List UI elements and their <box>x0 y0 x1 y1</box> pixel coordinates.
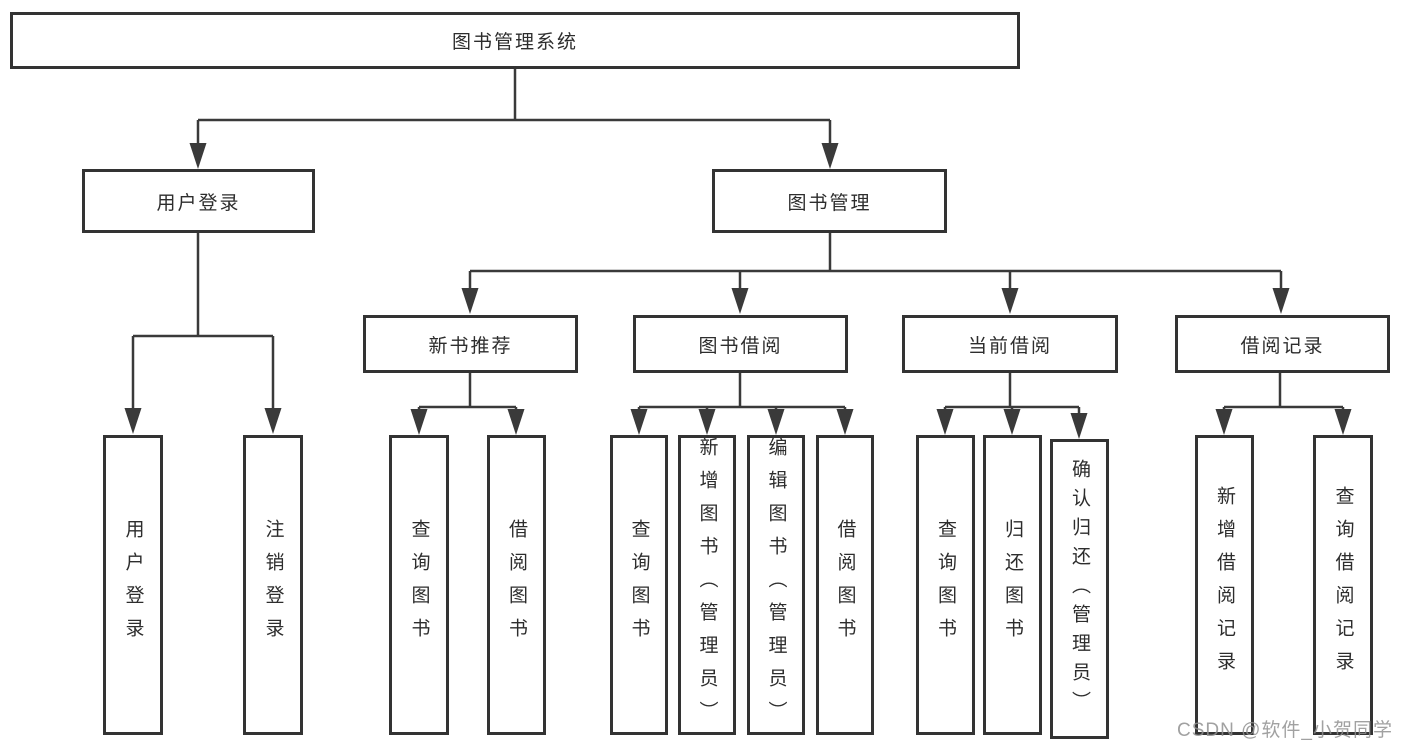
leaf-borrow-book: 借阅图书 <box>816 435 874 735</box>
leaf-label: 确认归还（管理员） <box>1069 458 1090 720</box>
leaf-label: 查询图书 <box>935 519 956 651</box>
leaf-query-book: 查询图书 <box>389 435 449 735</box>
node-label: 用户登录 <box>156 192 241 214</box>
leaf-label: 注销登录 <box>262 519 284 651</box>
node-borrow-records: 借阅记录 <box>1175 315 1390 373</box>
leaf-confirm-return-admin: 确认归还（管理员） <box>1050 439 1109 739</box>
leaf-query-book: 查询图书 <box>610 435 668 735</box>
leaf-logout: 注销登录 <box>243 435 303 735</box>
node-label: 借阅记录 <box>1240 335 1325 357</box>
node-label: 图书借阅 <box>698 335 783 357</box>
node-user-login: 用户登录 <box>82 169 315 233</box>
leaf-label: 查询借阅记录 <box>1332 486 1354 684</box>
leaf-label: 查询图书 <box>408 519 430 651</box>
node-label: 图书管理 <box>787 192 872 214</box>
leaf-edit-book-admin: 编辑图书（管理员） <box>747 435 805 735</box>
leaf-label: 借阅图书 <box>506 519 527 651</box>
leaf-query-book: 查询图书 <box>916 435 975 735</box>
leaf-label: 用户登录 <box>122 519 144 651</box>
connector-paths <box>131 69 1345 416</box>
leaf-add-borrow-record: 新增借阅记录 <box>1195 435 1254 735</box>
leaf-borrow-book: 借阅图书 <box>487 435 546 735</box>
leaf-add-book-admin: 新增图书（管理员） <box>678 435 736 735</box>
node-label: 当前借阅 <box>967 335 1052 357</box>
node-library-management-system: 图书管理系统 <box>10 12 1020 69</box>
node-book-management: 图书管理 <box>712 169 947 233</box>
leaf-label: 借阅图书 <box>834 519 856 651</box>
leaf-label: 新增借阅记录 <box>1214 486 1235 684</box>
leaf-query-borrow-record: 查询借阅记录 <box>1313 435 1373 735</box>
node-label: 新书推荐 <box>428 335 513 357</box>
leaf-return-book: 归还图书 <box>983 435 1042 735</box>
node-current-borrow: 当前借阅 <box>902 315 1118 373</box>
leaf-label: 归还图书 <box>1002 519 1023 651</box>
leaf-label: 查询图书 <box>628 519 650 651</box>
leaf-label: 编辑图书（管理员） <box>765 436 787 734</box>
leaf-label: 新增图书（管理员） <box>696 436 718 734</box>
leaf-user-login: 用户登录 <box>103 435 163 735</box>
node-new-book-recommend: 新书推荐 <box>363 315 578 373</box>
arrowheads <box>124 143 1352 439</box>
node-label: 图书管理系统 <box>451 32 578 53</box>
node-book-borrow: 图书借阅 <box>633 315 848 373</box>
